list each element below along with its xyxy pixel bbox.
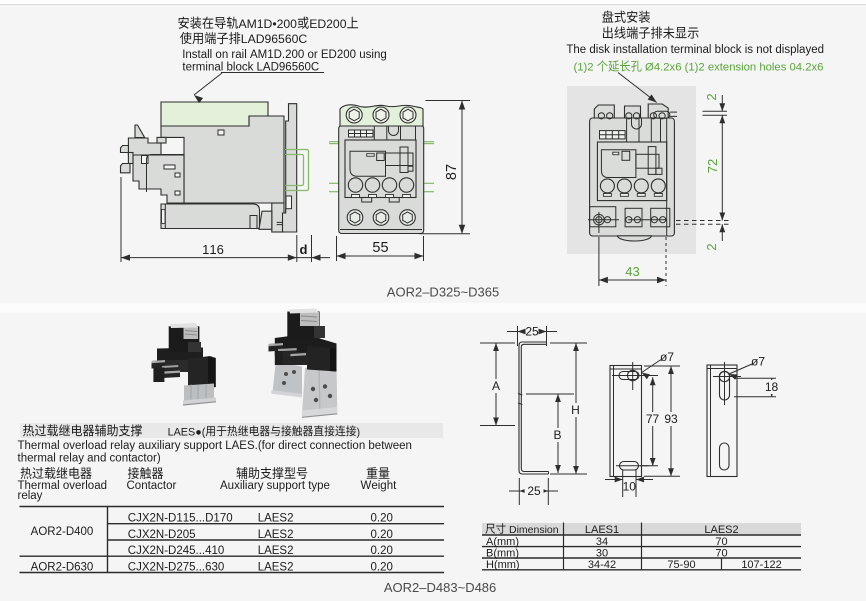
svg-text:ø7: ø7 [660,350,674,364]
svg-text:CJX2N-D205: CJX2N-D205 [128,529,196,541]
svg-text:H: H [571,403,580,417]
svg-text:AOR2–D325~D365: AOR2–D325~D365 [387,285,499,300]
svg-text:72: 72 [705,159,720,173]
svg-text:CJX2N-D275...630: CJX2N-D275...630 [128,561,225,573]
svg-text:(1)2: (1)2 [574,62,597,74]
svg-text:terminal block LAD96560C: terminal block LAD96560C [182,62,319,74]
svg-text:25: 25 [525,325,539,339]
svg-text:LAES2: LAES2 [258,529,294,541]
svg-text:116: 116 [202,242,224,257]
svg-text:Thermal overload relay auxilia: Thermal overload relay auxiliary support… [18,440,412,452]
svg-text:B: B [553,428,561,442]
svg-text:25: 25 [527,484,541,498]
svg-text:relay: relay [18,490,43,502]
svg-text:70: 70 [715,536,727,548]
svg-text:107-122: 107-122 [741,559,781,571]
svg-text:AOR2-D630: AOR2-D630 [31,561,94,573]
svg-text:LAES2: LAES2 [704,524,738,536]
svg-text:Contactor: Contactor [127,480,177,492]
svg-text:LAES2: LAES2 [258,561,294,573]
svg-text:55: 55 [372,240,388,256]
svg-text:AOR2-D400: AOR2-D400 [31,526,94,538]
svg-text:Weight: Weight [361,480,398,492]
svg-text:Dimension: Dimension [506,524,559,536]
svg-text:Auxiliary support type: Auxiliary support type [220,480,330,492]
svg-text:CJX2N-D115...D170: CJX2N-D115...D170 [128,513,233,525]
svg-text:Install on rail AM1D.200 or ED: Install on rail AM1D.200 or ED200 using [182,49,387,61]
svg-text:LAES2: LAES2 [258,545,294,557]
svg-text:thermal relay and contactor): thermal relay and contactor) [18,453,161,465]
svg-text:34-42: 34-42 [588,559,616,571]
svg-text:2: 2 [704,93,719,100]
svg-text:H(mm): H(mm) [486,559,520,571]
svg-text:10: 10 [623,480,637,494]
svg-text:CJX2N-D245...410: CJX2N-D245...410 [128,545,225,557]
svg-text:ED200: ED200 [309,17,346,31]
svg-text:18: 18 [765,380,779,394]
svg-text:77: 77 [646,412,660,426]
svg-text:70: 70 [715,548,727,560]
svg-text:93: 93 [664,412,678,426]
svg-text:LAES1: LAES1 [585,524,619,536]
svg-text:LAES●(: LAES●( [168,426,206,438]
svg-text:LAES2: LAES2 [258,513,294,525]
svg-text:B(mm): B(mm) [486,548,519,560]
svg-text:87: 87 [444,164,460,180]
svg-text:AOR2–D483~D486: AOR2–D483~D486 [384,580,496,595]
svg-text:75-90: 75-90 [667,559,695,571]
svg-text:A(mm): A(mm) [486,536,519,548]
svg-text:A: A [492,379,500,393]
svg-text:AM1D•200: AM1D•200 [239,17,298,31]
svg-text:0.20: 0.20 [371,545,393,557]
svg-text:Ø4.2x6 (1)2 extension holes 04: Ø4.2x6 (1)2 extension holes 04.2x6 [642,62,824,74]
svg-text:0.20: 0.20 [371,513,393,525]
svg-text:d: d [300,242,308,257]
svg-text:0.20: 0.20 [371,561,393,573]
svg-text:34: 34 [596,536,608,548]
svg-text:30: 30 [596,548,608,560]
svg-text:): ) [357,426,361,438]
svg-text:Thermal overload: Thermal overload [18,480,107,492]
svg-text:The disk installation terminal: The disk installation terminal block is … [566,44,824,56]
svg-text:2: 2 [704,243,719,250]
svg-text:ø7: ø7 [751,355,765,369]
svg-text:0.20: 0.20 [371,529,393,541]
svg-text:43: 43 [625,264,639,279]
svg-text:LAD96560C: LAD96560C [241,32,308,46]
